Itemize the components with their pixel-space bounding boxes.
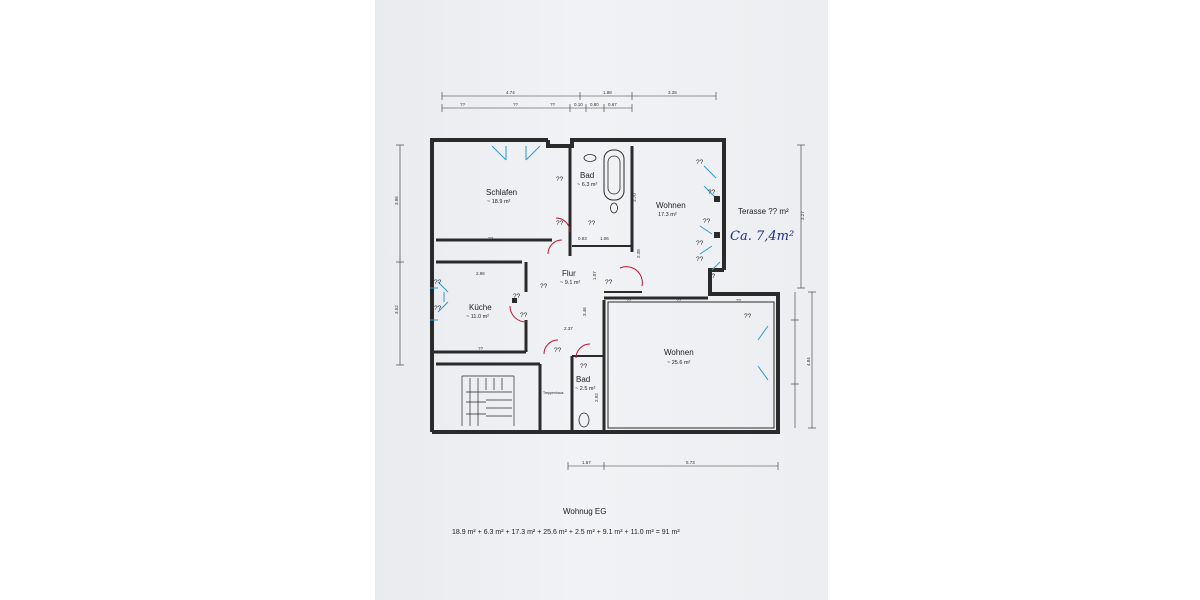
dimension-labels: 4.74 1.88 3.28 0.10 0.80 0.67 ?? ?? ?? 3…	[394, 90, 811, 465]
dim-inner-3: 3.70	[632, 193, 637, 202]
room-name-bad-bottom: Bad	[576, 375, 590, 384]
dim-top-unknown: ??	[513, 102, 519, 107]
unknown-marker: ??	[703, 218, 711, 225]
unknown-marker: ??	[588, 220, 596, 227]
dimension-lines	[396, 92, 816, 470]
dim-inner-2: 1.06	[600, 236, 609, 241]
area-formula: 18.9 m² + 6.3 m² + 17.3 m² + 25.6 m² + 2…	[452, 529, 680, 536]
dim-right-2: 4.84	[806, 357, 811, 366]
unknown-marker: ??	[540, 283, 548, 290]
dim-inner-7: 3.46	[582, 307, 587, 316]
room-name-schlafen: Schlafen	[486, 188, 517, 197]
room-area-wohnen-bottom: ~ 25.6 m²	[667, 360, 691, 366]
unknown-marker: ??	[708, 189, 716, 196]
room-name-wohnen-top: Wohnen	[656, 201, 686, 210]
room-name-kueche: Küche	[469, 303, 492, 312]
walls	[430, 138, 780, 434]
stair-label: Treppenhaus	[543, 391, 564, 395]
dim-top-unknown: ??	[550, 102, 556, 107]
paper-sheet	[375, 0, 828, 600]
dim-top-sub-3: 0.67	[608, 102, 617, 107]
dim-inner-unknown: ??	[676, 298, 682, 303]
dim-top-2: 1.88	[603, 90, 612, 95]
unknown-marker: ??	[556, 176, 564, 183]
plan-title: Wohnug EG	[563, 507, 606, 516]
dim-inner-unknown: ??	[626, 298, 632, 303]
dim-inner-unknown: ??	[736, 298, 742, 303]
unknown-marker: ??	[556, 220, 564, 227]
room-area-schlafen: ~ 18.9 m²	[487, 199, 511, 205]
doors	[509, 217, 643, 359]
dim-inner-8: 2.38	[636, 249, 641, 258]
windows	[430, 145, 769, 381]
terrace-label: Terasse ?? m²	[738, 207, 789, 216]
unknown-marker: ??	[513, 293, 521, 300]
dim-right-1: 3.27	[800, 211, 805, 220]
dim-top-3: 3.28	[668, 90, 677, 95]
dim-bottom-1: 1.67	[582, 460, 591, 465]
window-markers	[512, 196, 720, 303]
room-area-wohnen-top: 17.3 m²	[658, 212, 677, 218]
room-area-bad-bottom: ~ 2.5 m²	[575, 386, 595, 392]
dim-inner-9: 2.92	[594, 393, 599, 402]
dim-bottom-2: 5.73	[686, 460, 695, 465]
dim-inner-6: 1.07	[592, 271, 597, 280]
dim-top-1: 4.74	[506, 90, 515, 95]
dim-top-sub-2: 0.80	[590, 102, 599, 107]
unknown-marker: ??	[744, 313, 752, 320]
unknown-marker: ??	[520, 312, 528, 319]
dim-inner-unknown: ??	[478, 346, 484, 351]
room-area-bad-top: ~ 6.3 m²	[577, 182, 597, 188]
room-area-kueche: ~ 11.0 m²	[466, 314, 489, 320]
room-name-flur: Flur	[562, 269, 576, 278]
unknown-marker: ??	[696, 256, 704, 263]
dim-top-sub-1: 0.10	[574, 102, 583, 107]
dim-inner-5: 2.37	[564, 326, 573, 331]
dim-inner-1: 0.83	[578, 236, 587, 241]
dim-inner-unknown: ??	[488, 236, 494, 241]
room-name-bad-top: Bad	[580, 171, 594, 180]
unknown-marker: ??	[434, 279, 442, 286]
unknown-marker: ??	[580, 363, 588, 370]
dim-left-1: 3.96	[394, 196, 399, 205]
unknown-marker: ??	[696, 240, 704, 247]
room-area-flur: ~ 9.1 m²	[560, 280, 580, 286]
dim-inner-4: 2.96	[476, 271, 485, 276]
unknown-marker: ??	[434, 305, 442, 312]
staircase	[461, 375, 515, 426]
unknown-marker: ??	[708, 273, 716, 280]
dim-top-unknown: ??	[460, 102, 466, 107]
unknown-marker: ??	[554, 347, 562, 354]
dim-left-2: 3.52	[394, 305, 399, 314]
room-name-wohnen-bottom: Wohnen	[664, 348, 694, 357]
unknown-marker: ??	[696, 159, 704, 166]
handwritten-terrace-area: Ca. 7,4m²	[730, 229, 794, 244]
unknown-markers: ?? ?? ?? ?? ?? ?? ?? ?? ?? ?? ?? ?? ?? ?…	[434, 159, 752, 370]
unknown-marker: ??	[605, 279, 613, 286]
